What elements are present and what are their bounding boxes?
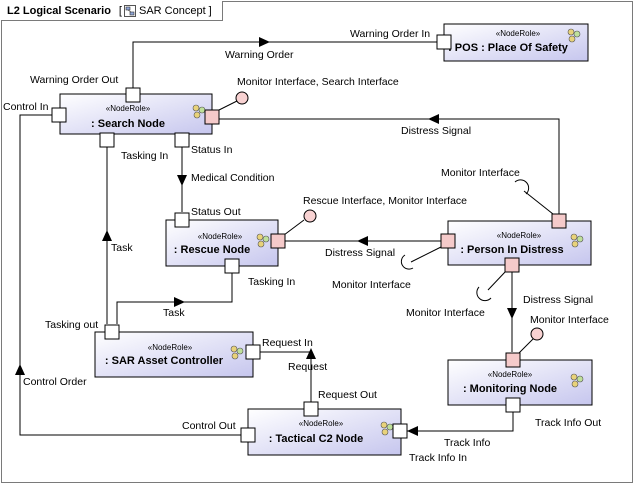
arrow-track-info: [407, 426, 418, 436]
node-pos-name: : POS : Place Of Safety: [448, 42, 569, 54]
connectors: [15, 37, 560, 436]
label-request-out: Request Out: [318, 389, 377, 401]
node-rescue-name: : Rescue Node: [174, 244, 250, 256]
label-control-in: Control In: [3, 101, 49, 113]
port-person-top[interactable]: [551, 213, 567, 229]
port-tasking-out[interactable]: [104, 324, 120, 340]
diagram-icon: [123, 4, 136, 17]
label-warning-order-out: Warning Order Out: [30, 74, 118, 86]
port-tasking-in-rescue[interactable]: [224, 258, 240, 274]
label-rescue-monitor-interface: Rescue Interface, Monitor Interface: [303, 195, 467, 207]
node-monitoring-stereotype: «NodeRole»: [488, 370, 533, 379]
port-control-out[interactable]: [240, 427, 256, 443]
label-warning-order: Warning Order: [225, 49, 294, 61]
connector-distress-signal-1[interactable]: [219, 118, 560, 218]
node-search-stereotype: «NodeRole»: [106, 104, 151, 113]
label-monitor-interface-3: Monitor Interface: [406, 307, 485, 319]
bracket-open: [: [118, 4, 122, 17]
label-distress-signal-3: Distress Signal: [523, 294, 593, 306]
node-monitoring-name: : Monitoring Node: [463, 383, 557, 395]
port-tasking-in-search[interactable]: [99, 132, 115, 148]
node-tactical[interactable]: «NodeRole» : Tactical C2 Node: [247, 408, 402, 456]
port-track-info-in[interactable]: [392, 423, 408, 439]
arrow-control-order: [15, 364, 25, 375]
node-tactical-stereotype: «NodeRole»: [299, 419, 344, 428]
connector-request[interactable]: [260, 351, 312, 402]
label-tasking-out: Tasking out: [45, 319, 98, 331]
label-task-1: Task: [111, 242, 133, 254]
node-controller-name: : SAR Asset Controller: [105, 355, 224, 367]
label-track-info-out: Track Info Out: [535, 417, 601, 429]
arrow-distress-signal-1: [428, 114, 439, 124]
port-warning-order-out[interactable]: [125, 87, 141, 103]
provided-interface-rescue[interactable]: [303, 209, 317, 223]
provided-interface-search[interactable]: [235, 91, 249, 105]
label-task-2: Task: [163, 307, 185, 319]
ports: [51, 34, 567, 443]
labels: Warning Order In Warning Order Warning O…: [3, 28, 609, 464]
label-monitor-interface-2: Monitor Interface: [332, 279, 411, 291]
label-track-info-in: Track Info In: [409, 452, 467, 464]
label-request: Request: [288, 361, 327, 373]
label-monitor-search-interface: Monitor Interface, Search Interface: [237, 76, 399, 88]
label-monitor-interface-1: Monitor Interface: [441, 167, 520, 179]
label-tasking-in-2: Tasking In: [248, 276, 295, 288]
node-search-name: : Search Node: [91, 118, 165, 130]
node-controller-stereotype: «NodeRole»: [148, 343, 193, 352]
required-interface-person-3[interactable]: [476, 286, 492, 302]
required-interface-person-1[interactable]: [514, 179, 530, 195]
arrow-distress-signal-3: [507, 308, 517, 319]
bracket-close: ]: [208, 4, 212, 17]
node-rescue-stereotype: «NodeRole»: [198, 232, 243, 241]
context-name[interactable]: SAR Concept: [138, 4, 206, 17]
connector-warning-order[interactable]: [132, 41, 444, 88]
interfaces: [218, 91, 554, 354]
node-controller[interactable]: «NodeRole» : SAR Asset Controller: [94, 331, 254, 378]
arrow-medical-condition: [177, 175, 187, 186]
label-control-order: Control Order: [23, 376, 87, 388]
provided-interface-monitoring[interactable]: [530, 327, 544, 341]
node-person-stereotype: «NodeRole»: [497, 231, 542, 240]
label-request-in: Request In: [262, 337, 313, 349]
port-track-info-out[interactable]: [505, 397, 521, 413]
arrow-task-2: [174, 297, 185, 307]
port-warning-order-in[interactable]: [436, 34, 452, 50]
label-medical-condition: Medical Condition: [191, 172, 275, 184]
label-track-info: Track Info: [444, 437, 490, 449]
label-status-out: Status Out: [191, 206, 241, 218]
required-interface-person-2[interactable]: [400, 254, 414, 270]
node-pos[interactable]: «NodeRole» : POS : Place Of Safety: [443, 23, 589, 62]
port-control-in[interactable]: [51, 107, 67, 123]
node-rescue[interactable]: «NodeRole» : Rescue Node: [165, 219, 279, 267]
arrow-distress-signal-2: [357, 236, 368, 246]
node-person[interactable]: «NodeRole» : Person In Distress: [447, 220, 592, 266]
port-request-out[interactable]: [303, 401, 319, 417]
port-person-bottom[interactable]: [504, 257, 520, 273]
port-monitoring-interface[interactable]: [505, 352, 521, 368]
arrow-request: [306, 348, 316, 359]
port-status-in[interactable]: [174, 132, 190, 148]
label-distress-signal-2: Distress Signal: [325, 247, 395, 259]
label-tasking-in-1: Tasking In: [121, 150, 168, 162]
label-warning-order-in: Warning Order In: [350, 28, 430, 40]
diagram-title: L2 Logical Scenario: [7, 4, 111, 17]
port-monitor-search-interface[interactable]: [204, 109, 220, 125]
label-control-out: Control Out: [182, 420, 236, 432]
port-person-left[interactable]: [440, 233, 456, 249]
port-request-in[interactable]: [245, 344, 261, 360]
arrow-warning-order: [259, 37, 270, 47]
label-status-in: Status In: [191, 144, 233, 156]
connector-track-info[interactable]: [407, 411, 514, 432]
port-status-out[interactable]: [174, 212, 190, 228]
node-pos-stereotype: «NodeRole»: [496, 29, 541, 38]
node-tactical-name: : Tactical C2 Node: [269, 433, 364, 445]
node-person-name: : Person In Distress: [460, 244, 563, 256]
label-distress-signal-1: Distress Signal: [401, 125, 471, 137]
label-monitor-interface-4: Monitor Interface: [530, 314, 609, 326]
connector-control-order[interactable]: [19, 114, 241, 436]
port-rescue-interface[interactable]: [270, 233, 286, 249]
arrow-task-1: [102, 230, 112, 241]
diagram-title-tab: L2 Logical Scenario [ SAR Concept ]: [1, 1, 223, 21]
